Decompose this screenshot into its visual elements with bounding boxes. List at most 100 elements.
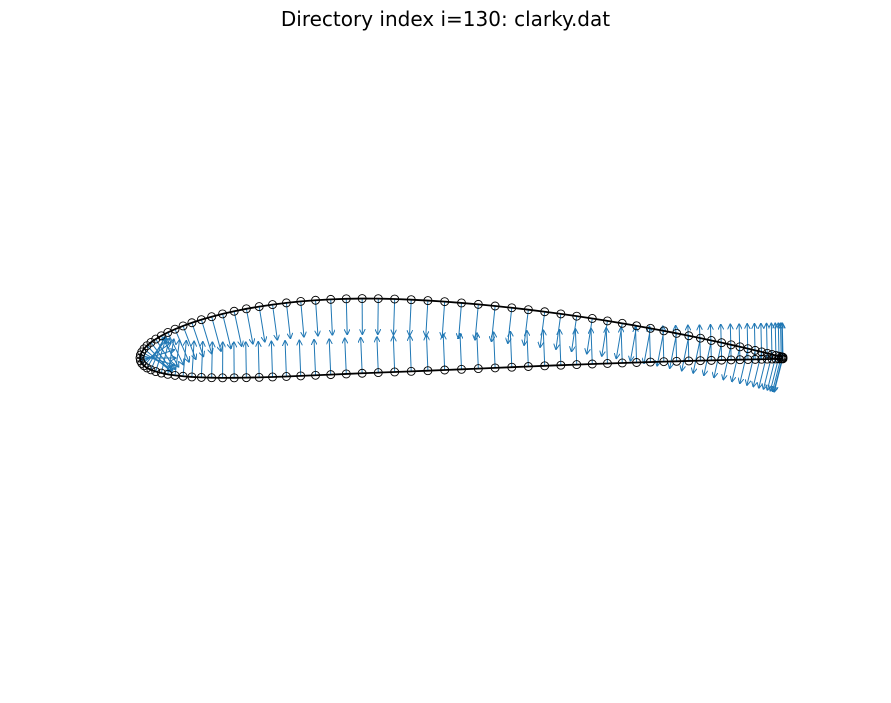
airfoil-point	[672, 328, 682, 338]
normal-vector	[394, 299, 395, 334]
normal-vector	[329, 339, 331, 375]
airfoil-point	[440, 297, 450, 307]
airfoil-point	[632, 358, 642, 367]
airfoil-point	[540, 361, 550, 371]
normal-vector	[443, 335, 444, 371]
normal-vector	[222, 313, 231, 348]
airfoil-point	[762, 354, 772, 364]
normal-vector	[740, 348, 749, 383]
airfoil-point	[207, 373, 217, 383]
normal-vector	[378, 298, 379, 334]
airfoil-point	[146, 365, 156, 375]
airfoil-point	[390, 367, 400, 377]
airfoil-point	[311, 295, 320, 305]
normal-vector	[299, 341, 300, 376]
airfoil-point	[137, 358, 147, 368]
airfoil-point	[254, 302, 264, 312]
airfoil-point	[659, 326, 669, 336]
airfoil-point	[646, 323, 655, 333]
normal-vector	[770, 356, 780, 390]
normal-vector	[543, 331, 544, 366]
chart-title: Directory index i=130: clarky.dat	[280, 7, 611, 31]
airfoil-point	[296, 296, 306, 306]
normal-vector	[140, 354, 174, 365]
normal-vector	[212, 342, 213, 378]
airfoil-point	[156, 368, 166, 378]
normal-vector	[710, 325, 711, 361]
normal-vector	[761, 324, 762, 360]
normal-vector	[730, 325, 731, 360]
normal-vector	[155, 338, 166, 372]
normal-vector	[635, 327, 636, 363]
normal-vector	[732, 346, 741, 381]
airfoil-point	[523, 305, 533, 315]
airfoil-point	[373, 368, 383, 378]
normal-vector	[272, 304, 278, 340]
airfoil-point	[767, 354, 777, 364]
airfoil-point	[170, 324, 180, 334]
normal-vector	[587, 318, 593, 353]
airfoil-point	[390, 294, 400, 304]
airfoil-point	[757, 354, 767, 364]
normal-vector	[285, 302, 290, 338]
normal-vector	[211, 316, 221, 351]
airfoil-point	[717, 355, 727, 365]
airfoil-point	[326, 294, 336, 304]
airfoil-point	[254, 372, 264, 382]
airfoil-point	[572, 360, 582, 370]
normal-vector	[591, 329, 592, 365]
normal-vector	[377, 337, 378, 373]
airfoil-point	[163, 369, 173, 379]
normal-vector	[753, 351, 763, 386]
airfoil-point	[296, 371, 306, 381]
normal-vector	[410, 336, 411, 372]
normal-vector	[510, 332, 511, 368]
normal-vector	[200, 319, 211, 354]
airfoil-point	[151, 367, 161, 377]
normal-vector	[739, 324, 740, 360]
normal-vector	[346, 298, 347, 334]
normal-vector	[663, 326, 664, 362]
airfoil-point	[587, 314, 597, 323]
airfoil-point	[617, 358, 627, 368]
normal-vector	[393, 337, 394, 372]
airfoil-point	[187, 318, 197, 328]
normal-vector	[559, 330, 560, 366]
normal-vector	[426, 300, 428, 336]
airfoil-point	[406, 295, 416, 305]
normal-vector	[442, 301, 444, 337]
airfoil-point	[341, 369, 351, 379]
normal-vector	[258, 342, 259, 378]
normal-vector	[527, 331, 528, 367]
normal-vector	[314, 340, 316, 376]
airfoil-point	[151, 334, 161, 344]
normal-vector	[704, 340, 712, 375]
normal-vector	[233, 311, 241, 346]
airfoil-point	[341, 294, 351, 304]
airfoil-point	[672, 356, 682, 366]
normal-vector	[747, 350, 756, 384]
airfoil-point	[556, 309, 566, 319]
airfoil-point	[135, 353, 145, 363]
normal-vector	[174, 340, 179, 376]
airfoil-point	[735, 342, 745, 352]
airfoil-point	[572, 311, 582, 321]
normal-vector	[245, 308, 253, 344]
airfoil-point	[490, 301, 500, 311]
normal-vector	[602, 320, 608, 356]
normal-vector	[700, 325, 701, 361]
normal-vector	[191, 322, 203, 356]
normal-vector	[192, 342, 194, 377]
airfoil-point	[743, 355, 753, 364]
normal-vector	[143, 339, 167, 367]
airfoil-point	[178, 321, 188, 331]
airfoil-point	[617, 318, 627, 328]
airfoil-point	[440, 365, 450, 375]
normal-vector	[621, 328, 622, 363]
airfoil-point	[326, 370, 336, 380]
airfoil-point	[135, 350, 145, 360]
normal-vector	[693, 338, 701, 373]
airfoil-point	[706, 336, 716, 345]
airfoil-point	[457, 298, 466, 308]
